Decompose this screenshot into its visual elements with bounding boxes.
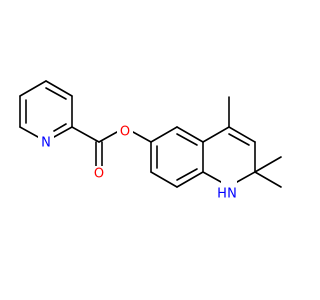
bond-c4-c3 xyxy=(228,126,256,143)
atom-carbonyl-oxygen: O xyxy=(91,166,107,182)
molecule-structure-diagram: N O O H N xyxy=(19,80,282,202)
bond-c6-n1 xyxy=(19,126,39,138)
atom-amine-nh: H N xyxy=(217,176,237,202)
atom-ester-oxygen: O xyxy=(117,124,133,140)
bond-carbonyl-ester-o xyxy=(98,131,118,143)
atom-pyridine-n: N xyxy=(38,135,54,151)
ester-oxygen-label: O xyxy=(120,125,130,140)
carbonyl-oxygen-label: O xyxy=(94,167,104,182)
bond-n1-b4 xyxy=(202,171,222,183)
bond-ring-carbonyl xyxy=(71,126,100,143)
bond-c2-methyl-b xyxy=(254,171,282,188)
bond-b1-b2 xyxy=(150,126,178,143)
bond-c4-c5 xyxy=(19,80,47,97)
bond-b5-b6 xyxy=(150,171,178,188)
amine-h-label: H xyxy=(217,187,227,202)
benzene-ring xyxy=(150,126,204,188)
bond-b3-c4 xyxy=(202,126,230,143)
bond-b2-b3 xyxy=(176,126,204,143)
bond-c3-c4-double xyxy=(45,87,67,100)
pyridine-n-label: N xyxy=(41,136,51,151)
amine-n-label: N xyxy=(227,187,237,202)
ester-group xyxy=(71,126,152,167)
bond-c3-c4 xyxy=(45,80,73,97)
bond-b4-b5 xyxy=(176,171,204,188)
bond-c2-methyl-a xyxy=(254,156,282,173)
dihydropyridine-ring xyxy=(202,96,282,188)
bond-ester-o-aryl xyxy=(132,131,152,143)
bond-n1-c2-double xyxy=(53,123,67,132)
bond-b2-b3-double xyxy=(176,133,198,146)
pyridine-ring xyxy=(19,80,73,138)
bond-c4-c3-double xyxy=(228,133,250,146)
bond-n1-c2 xyxy=(53,126,73,138)
bond-b4-b5-double xyxy=(176,168,198,181)
bond-c2-n1 xyxy=(236,171,256,183)
